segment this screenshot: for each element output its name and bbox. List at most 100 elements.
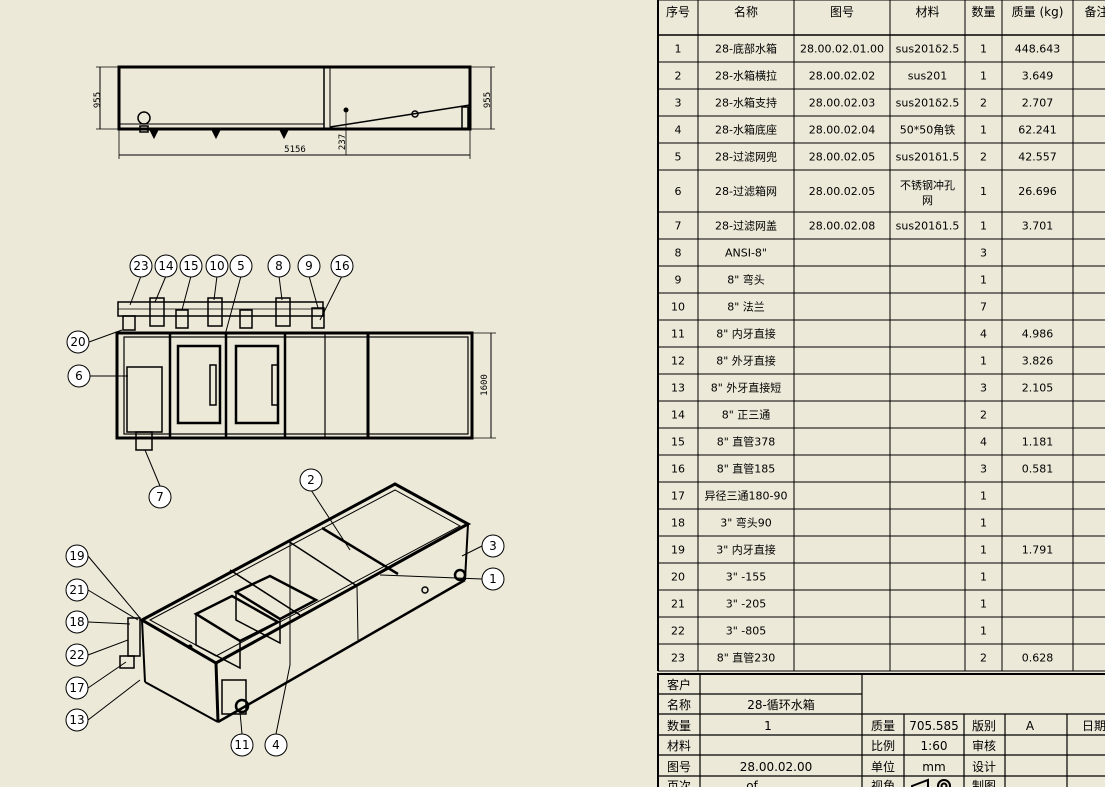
dim-base: 237 <box>338 134 348 150</box>
bom-cell: 20 <box>671 571 685 584</box>
bom-cell: 8 <box>675 247 682 260</box>
bom-cell: 17 <box>671 490 685 503</box>
balloon-label: 10 <box>209 259 224 273</box>
dim-length: 5156 <box>284 145 306 155</box>
balloon-label: 3 <box>489 539 497 553</box>
bom-cell: 12 <box>671 355 685 368</box>
bom-cell: 21 <box>671 598 685 611</box>
bom-cell: 4.986 <box>1022 328 1054 341</box>
bom-cell: 1 <box>980 571 987 584</box>
bom-cell: 1 <box>980 124 987 137</box>
tb-name-value: 28-循环水箱 <box>747 697 815 712</box>
bom-cell: 3 <box>675 97 682 110</box>
balloon-label: 7 <box>156 490 164 504</box>
bom-cell: 22 <box>671 625 685 638</box>
bom-cell: 7 <box>980 301 987 314</box>
bom-cell: 28-水箱底座 <box>715 123 777 137</box>
balloon-label: 11 <box>234 738 249 752</box>
tb-drawing-no-value: 28.00.02.00 <box>740 760 813 774</box>
bom-cell: 2 <box>980 97 987 110</box>
bom-cell: 3.649 <box>1022 70 1054 83</box>
bom-cell: 8" 直管185 <box>717 462 776 476</box>
bom-cell: 1 <box>980 490 987 503</box>
tb-scale-value: 1:60 <box>921 739 948 753</box>
bom-cell: 1 <box>980 70 987 83</box>
bom-header-cell: 图号 <box>830 5 854 19</box>
isometric-view <box>119 482 472 724</box>
bom-cell: 8" 内牙直接 <box>716 327 776 341</box>
tb-material-label: 材料 <box>667 739 691 753</box>
bom-cell: 16 <box>671 463 685 476</box>
bom-cell: 4 <box>675 124 682 137</box>
title-block-text: 客户 名称 28-循环水箱 数量 1 质量 705.585 版别 A 日期 材料… <box>667 677 1105 787</box>
tb-qty-label: 数量 <box>667 718 691 733</box>
bom-cell: 14 <box>671 409 685 422</box>
bom-cell: 1 <box>980 43 987 56</box>
bom-cell: 8" 直管378 <box>717 435 776 449</box>
bom-cell: 8" 正三通 <box>722 409 771 422</box>
bom-cell: 8" 法兰 <box>727 300 765 314</box>
bom-cell: 28.00.02.01.00 <box>800 43 884 56</box>
tb-page-value: of <box>746 779 758 787</box>
tb-unit-value: mm <box>922 760 945 774</box>
tb-unit-label: 单位 <box>871 759 895 774</box>
bom-cell: 42.557 <box>1018 151 1057 164</box>
bom-cell: 2 <box>980 409 987 422</box>
bom-cell: 28-水箱横拉 <box>715 69 777 83</box>
bom-cell: 0.628 <box>1022 652 1054 665</box>
bom-header-cell: 名称 <box>734 4 758 19</box>
balloon-label: 9 <box>305 259 313 273</box>
tb-review-label: 审核 <box>972 738 996 753</box>
bom-cell: 28-底部水箱 <box>715 42 777 56</box>
tb-name-label: 名称 <box>667 697 691 712</box>
bom-cell: 28.00.02.04 <box>809 124 875 137</box>
bom-cell: 28.00.02.05 <box>809 185 875 198</box>
bom-cell: 15 <box>671 436 685 449</box>
balloon-label: 8 <box>275 259 283 273</box>
bom-cell: 2.105 <box>1022 382 1054 395</box>
bom-cell: 28-水箱支持 <box>715 96 777 110</box>
bom-header-cell: 序号 <box>666 4 690 19</box>
top-view <box>115 297 496 451</box>
bom-cell: 2.707 <box>1022 97 1054 110</box>
bom-cell: 1.181 <box>1022 436 1054 449</box>
bom-table-grid <box>657 0 1105 672</box>
bom-cell: 23 <box>671 652 685 665</box>
bom-cell: 1.791 <box>1022 544 1054 557</box>
dim-height-left: 955 <box>93 92 103 108</box>
bom-header-cell: 备注 <box>1084 4 1105 19</box>
tb-mass-label: 质量 <box>871 719 895 733</box>
bom-cell: 1 <box>980 544 987 557</box>
balloon-label: 21 <box>69 583 84 597</box>
isometric-balloons <box>65 468 505 757</box>
bom-cell: 3" 弯头90 <box>720 516 772 530</box>
balloon-label: 1 <box>489 572 497 586</box>
bom-cell: sus201δ2.5 <box>896 97 960 110</box>
balloon-label: 5 <box>237 259 245 273</box>
bom-cell: 2 <box>980 151 987 164</box>
bom-cell: 1 <box>675 43 682 56</box>
balloon-label: 16 <box>334 259 349 273</box>
balloon-label: 19 <box>69 549 84 563</box>
bom-cell: 网 <box>922 194 933 207</box>
bom-cell: 8" 弯头 <box>727 273 765 287</box>
bom-cell: 3 <box>980 463 987 476</box>
bom-header-cell: 材料 <box>915 5 939 19</box>
bom-cell: 1 <box>980 185 987 198</box>
bom-cell: 3" -805 <box>726 625 767 638</box>
balloon-label: 18 <box>69 615 84 629</box>
bom-cell: 8" 外牙直接短 <box>711 381 782 395</box>
balloon-label: 23 <box>133 259 148 273</box>
balloon-label: 6 <box>75 369 83 383</box>
bom-cell: 1 <box>980 625 987 638</box>
bom-cell: 50*50角铁 <box>900 124 956 137</box>
bom-cell: 28.00.02.08 <box>809 220 875 233</box>
bom-cell: 3.826 <box>1022 355 1054 368</box>
bom-cell: sus201δ1.5 <box>896 220 960 233</box>
bom-cell: 4 <box>980 436 987 449</box>
balloon-label: 2 <box>307 473 315 487</box>
bom-cell: 3" 内牙直接 <box>716 543 776 557</box>
bom-cell: 异径三通180-90 <box>705 490 788 503</box>
bom-cell: sus201δ2.5 <box>896 43 960 56</box>
